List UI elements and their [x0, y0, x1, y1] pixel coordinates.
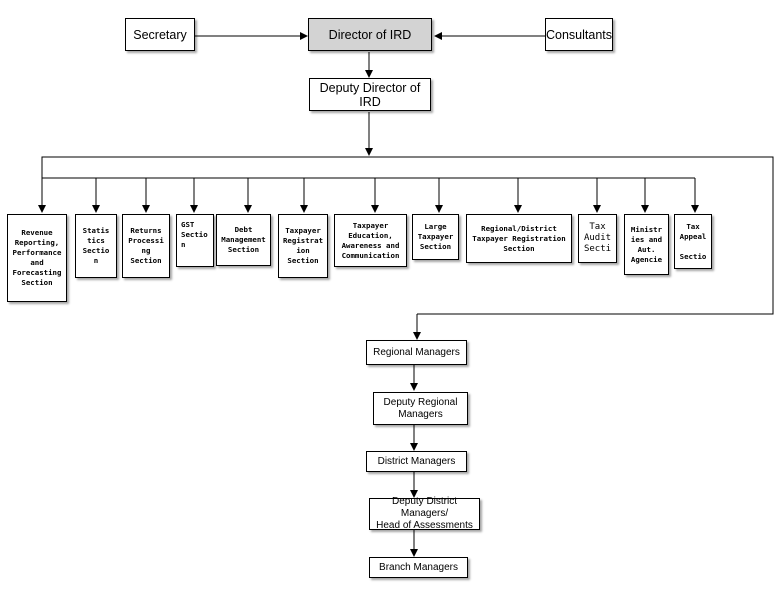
section-tax-appeal: Tax Appeal Sectio [674, 214, 712, 269]
section-revenue-reporting: Revenue Reporting, Performance and Forec… [7, 214, 67, 302]
section-tax-audit: Tax Audit Secti [578, 214, 617, 263]
section-debt-management: Debt Management Section [216, 214, 271, 266]
district-managers-box: District Managers [366, 451, 467, 472]
deputy-regional-managers-box: Deputy Regional Managers [373, 392, 468, 425]
director-box: Director of IRD [308, 18, 432, 51]
deputy-district-managers-box: Deputy District Managers/ Head of Assess… [369, 496, 480, 531]
section-bus [41, 156, 774, 315]
section-statistics: Statis tics Sectio n [75, 214, 117, 278]
section-regional-district-registration: Regional/District Taxpayer Registration … [466, 214, 572, 263]
regional-managers-box: Regional Managers [366, 340, 467, 365]
section-gst: GST Sectio n [176, 214, 214, 267]
section-returns-processing: Returns Processi ng Section [122, 214, 170, 278]
section-taxpayer-registration: Taxpayer Registrat ion Section [278, 214, 328, 278]
section-large-taxpayer: Large Taxpayer Section [412, 214, 459, 260]
consultants-box: Consultants [545, 18, 613, 51]
deputy-director-box: Deputy Director of IRD [309, 78, 431, 111]
secretary-box: Secretary [125, 18, 195, 51]
branch-managers-box: Branch Managers [369, 557, 468, 578]
section-taxpayer-education: Taxpayer Education, Awareness and Commun… [334, 214, 407, 267]
section-ministries: Ministr ies and Aut. Agencie [624, 214, 669, 275]
